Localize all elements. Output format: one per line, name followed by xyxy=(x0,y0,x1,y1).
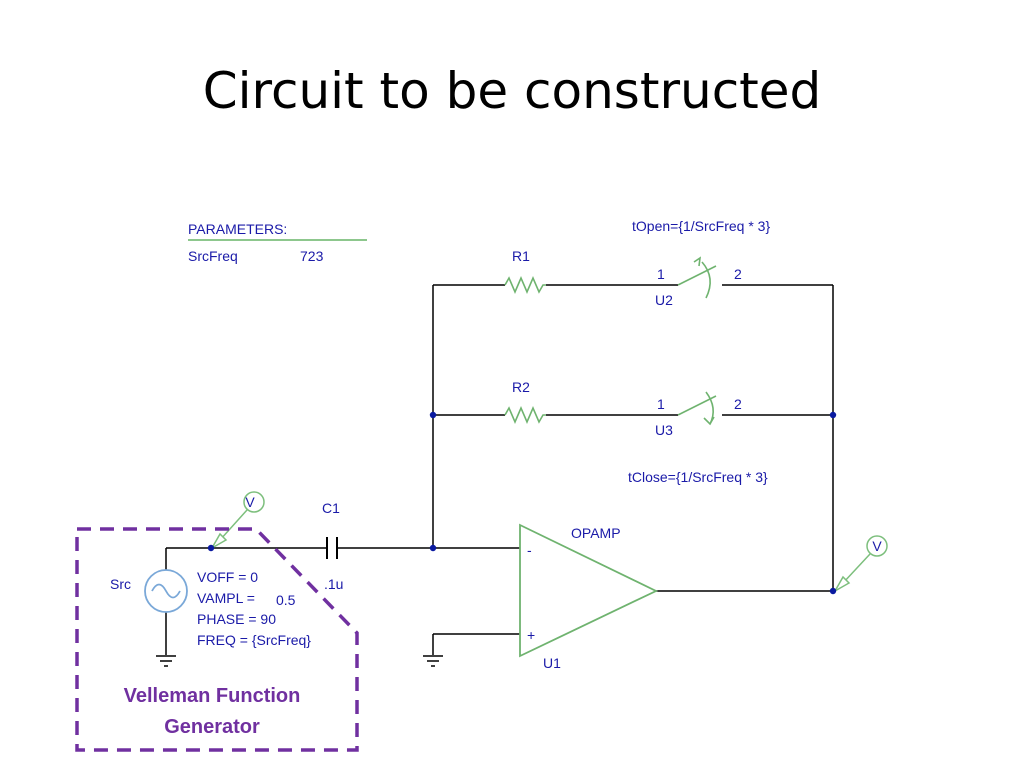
opamp-plus-label: + xyxy=(527,627,535,643)
source-vampl-label: VAMPL = xyxy=(197,590,255,606)
opamp-triangle xyxy=(519,523,659,658)
switch-u3-pin2: 2 xyxy=(734,396,742,412)
switch-u3-pin1: 1 xyxy=(657,396,665,412)
source-voff: VOFF = 0 xyxy=(197,569,258,585)
capacitor-value: .1u xyxy=(324,576,343,592)
capacitor-c1 xyxy=(326,537,338,559)
ac-source-symbol xyxy=(144,569,188,613)
switch-u2 xyxy=(677,256,717,299)
switch-u2-pin2: 2 xyxy=(734,266,742,282)
switch-u3-ref: U3 xyxy=(655,422,673,438)
probe-input-label: V xyxy=(245,494,255,510)
parameter-value: 723 xyxy=(300,248,324,264)
switch-u2-pin1: 1 xyxy=(657,266,665,282)
slide-title: Circuit to be constructed xyxy=(202,62,822,120)
wires xyxy=(165,284,834,655)
source-freq: FREQ = {SrcFreq} xyxy=(197,632,311,648)
capacitor-ref: C1 xyxy=(322,500,340,516)
opamp-minus-label: - xyxy=(527,542,532,558)
opamp-ref: U1 xyxy=(543,655,561,671)
opamp-name: OPAMP xyxy=(571,525,621,541)
resistor-r2-label: R2 xyxy=(512,379,530,395)
switch-u3-param: tClose={1/SrcFreq * 3} xyxy=(628,469,768,485)
ground-symbol-opamp xyxy=(423,655,443,667)
parameter-name: SrcFreq xyxy=(188,248,238,264)
voltage-probe-input-icon xyxy=(209,491,265,551)
probe-output-label: V xyxy=(872,538,882,554)
parameters-header: PARAMETERS: xyxy=(188,221,287,237)
junction-nodes xyxy=(207,411,837,595)
source-vampl-value: 0.5 xyxy=(276,592,296,608)
resistor-r2 xyxy=(504,405,546,425)
switch-u2-ref: U2 xyxy=(655,292,673,308)
function-generator-label-line1: Velleman Function xyxy=(124,685,301,707)
function-generator-label-line2: Generator xyxy=(164,716,260,738)
ground-symbol-source xyxy=(156,655,176,667)
function-generator-boundary xyxy=(75,527,359,752)
switch-u3 xyxy=(677,391,717,426)
switch-u2-param: tOpen={1/SrcFreq * 3} xyxy=(632,218,770,234)
source-ref: Src xyxy=(110,576,131,592)
source-phase: PHASE = 90 xyxy=(197,611,276,627)
voltage-probe-output-icon xyxy=(832,535,888,594)
resistor-r1-label: R1 xyxy=(512,248,530,264)
resistor-r1 xyxy=(504,275,546,295)
